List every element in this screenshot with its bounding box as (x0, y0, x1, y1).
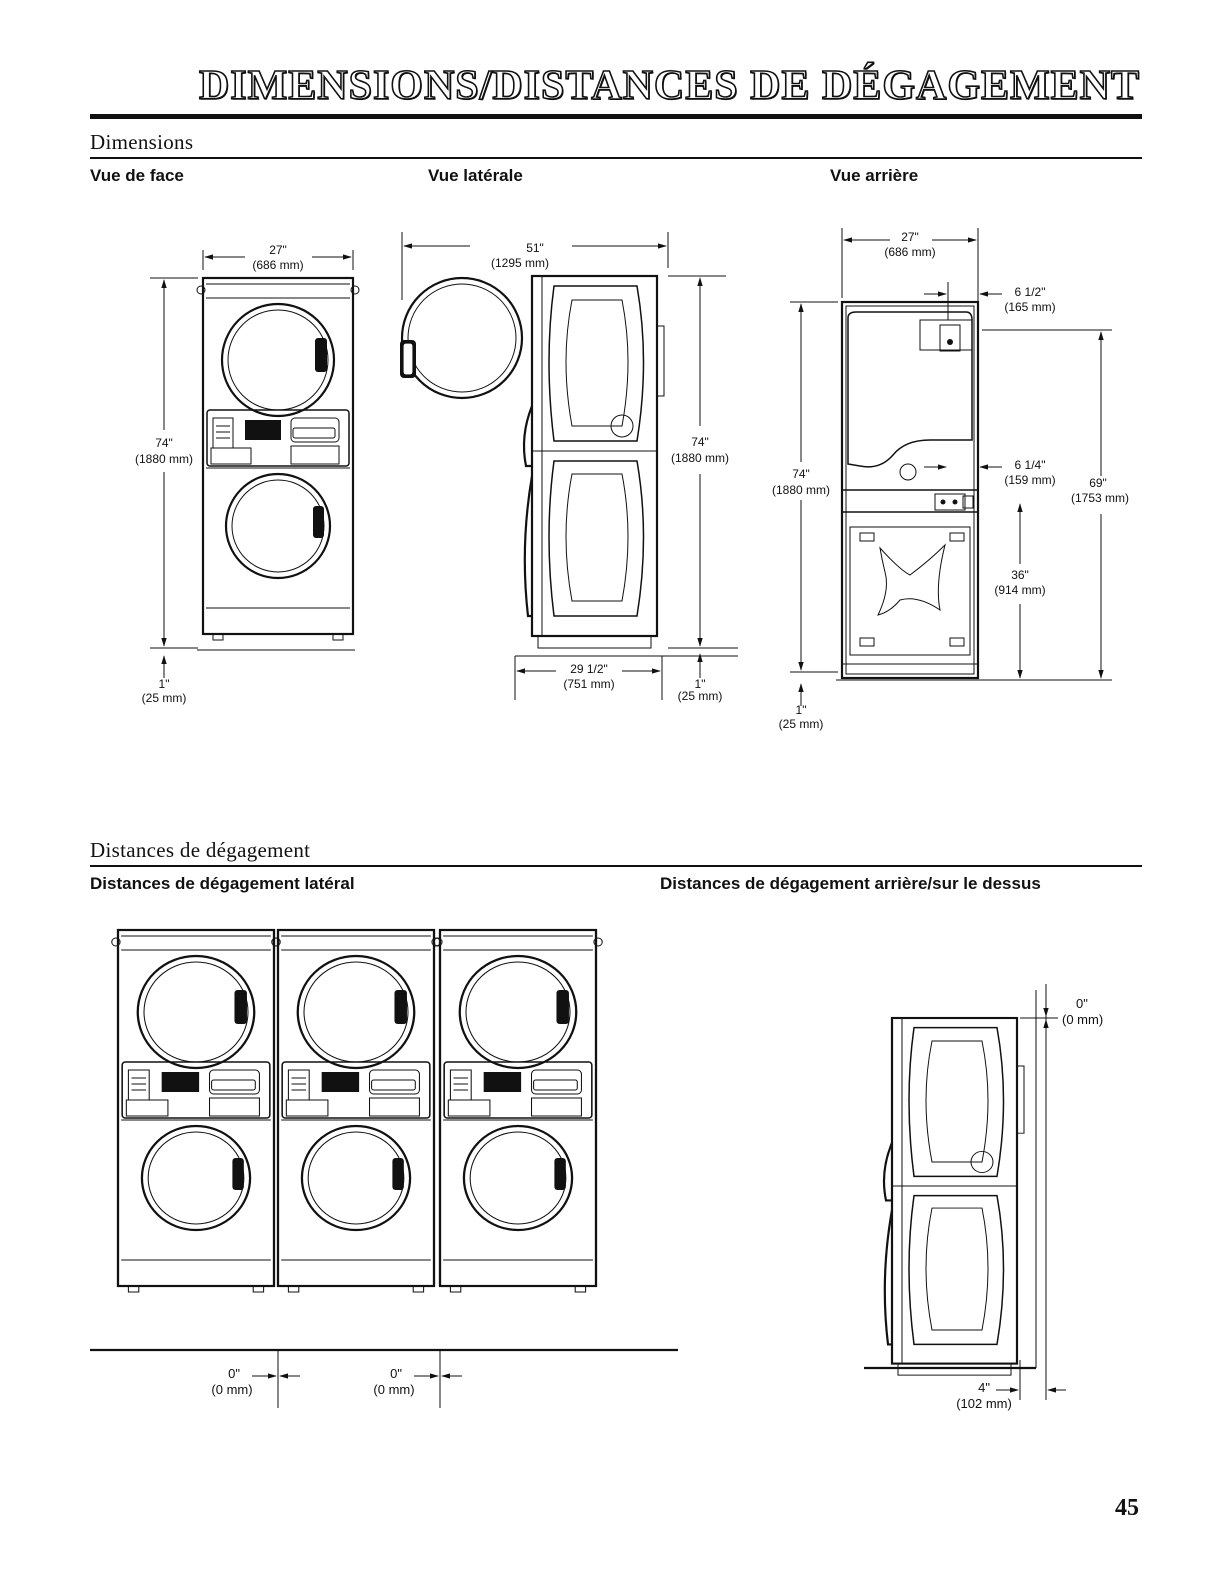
rear-view-drawing (790, 228, 1112, 706)
front-view-label: Vue de face (90, 166, 184, 185)
rear-c-in: 69" (1089, 476, 1107, 490)
side-base-in: 29 1/2" (570, 662, 608, 676)
lateral-gap2-in: 0" (390, 1366, 402, 1381)
top-clearance-mm: (0 mm) (1062, 1012, 1103, 1027)
rear-foot-mm: (25 mm) (779, 717, 824, 731)
rear-width-mm: (686 mm) (884, 245, 935, 259)
title-rule (90, 114, 1142, 119)
lateral-clearance-label: Distances de dégagement latéral (90, 874, 355, 893)
side-height-mm: (1880 mm) (671, 451, 729, 465)
dimensions-rule (90, 157, 1142, 159)
rear-height-mm: (1880 mm) (772, 483, 830, 497)
clearances-section-title: Distances de dégagement (90, 838, 311, 862)
lateral-clearance-drawing (90, 928, 678, 1408)
side-foot-mm: (25 mm) (678, 689, 723, 703)
front-height-mm: (1880 mm) (135, 452, 193, 466)
front-foot-mm: (25 mm) (142, 691, 187, 705)
front-width-mm: (686 mm) (252, 258, 303, 272)
top-clearance-in: 0" (1076, 996, 1088, 1011)
clearances-rule (90, 865, 1142, 867)
front-height-in: 74" (155, 436, 173, 450)
front-width-in: 27" (269, 243, 287, 257)
rear-c-mm: (1753 mm) (1071, 491, 1129, 505)
rear-top-clearance-label: Distances de dégagement arrière/sur le d… (660, 874, 1041, 893)
rear-offset-a-mm: (165 mm) (1004, 300, 1055, 314)
dimensions-section-title: Dimensions (90, 130, 194, 154)
lateral-gap1-mm: (0 mm) (211, 1382, 252, 1397)
page-number: 45 (1115, 1495, 1139, 1521)
side-depth-in: 51" (526, 241, 544, 255)
rear-d-mm: (914 mm) (994, 583, 1045, 597)
rear-height-in: 74" (792, 467, 810, 481)
lateral-gap1-in: 0" (228, 1366, 240, 1381)
page-title: DIMENSIONS/DISTANCES DE DÉGAGEMENT (198, 62, 1140, 110)
side-view-label: Vue latérale (428, 166, 523, 185)
rear-width-in: 27" (901, 230, 919, 244)
front-view-drawing (150, 250, 361, 678)
rear-clearance-mm: (102 mm) (956, 1396, 1012, 1411)
rear-foot-in: 1" (796, 703, 807, 717)
rear-clearance-in: 4" (978, 1380, 990, 1395)
lateral-gap2-mm: (0 mm) (373, 1382, 414, 1397)
side-base-mm: (751 mm) (563, 677, 614, 691)
rear-view-label: Vue arrière (830, 166, 919, 185)
front-foot-in: 1" (159, 677, 170, 691)
rear-offset-a-in: 6 1/2" (1015, 285, 1046, 299)
rear-offset-b-in: 6 1/4" (1015, 458, 1046, 472)
side-view-drawing (400, 232, 738, 700)
rear-top-clearance-drawing (864, 984, 1066, 1400)
side-height-in: 74" (691, 435, 709, 449)
side-depth-mm: (1295 mm) (491, 256, 549, 270)
side-foot-in: 1" (695, 677, 706, 691)
rear-d-in: 36" (1011, 568, 1029, 582)
rear-offset-b-mm: (159 mm) (1004, 473, 1055, 487)
